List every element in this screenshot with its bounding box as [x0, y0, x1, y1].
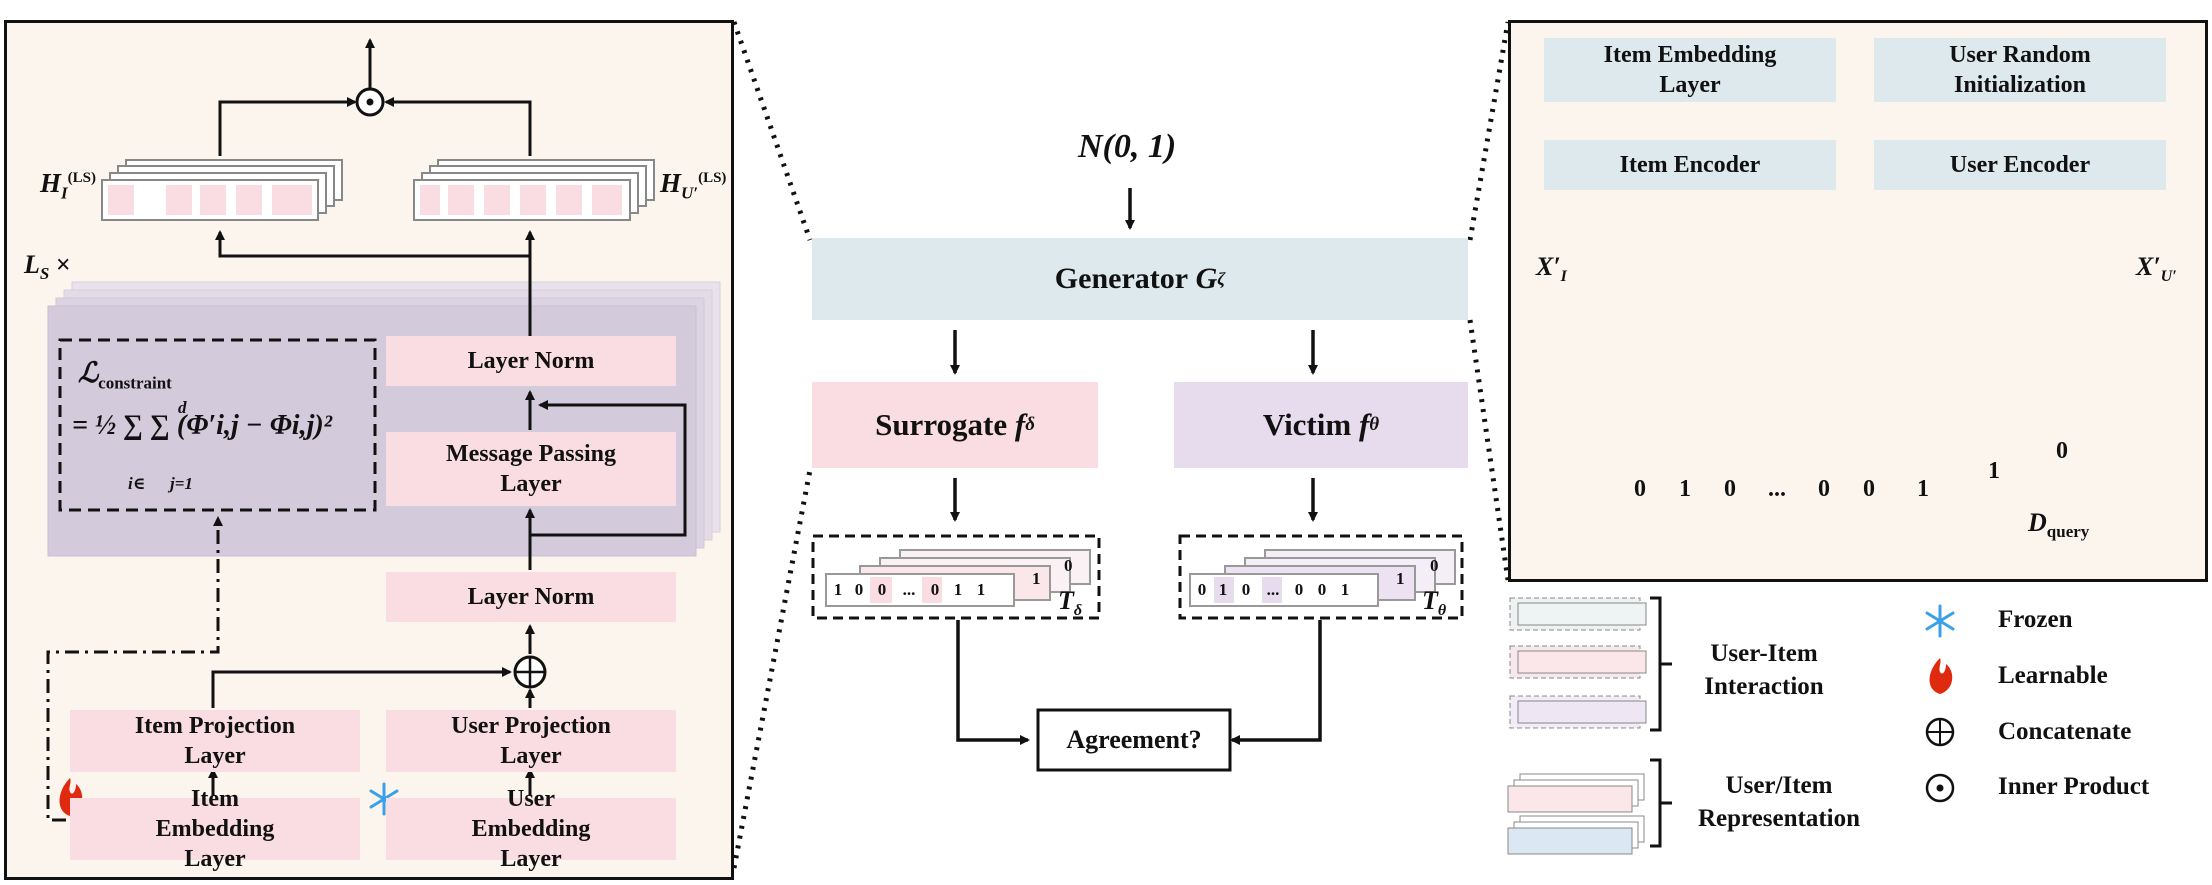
user-embedding-layer: User Embedding Layer [386, 786, 676, 872]
constraint-title: ℒconstraint [78, 358, 172, 393]
d-query-back-value: 0 [2056, 438, 2068, 464]
t-delta-back-value: 0 [1064, 556, 1073, 575]
item-encoder: Item Encoder [1544, 140, 1836, 190]
t-delta-stack [825, 549, 1091, 607]
t-theta-sequence: 0 1 0 ... 0 0 1 [1197, 580, 1350, 599]
t-theta-label: Tθ [1422, 586, 1447, 620]
snowflake-icon [1925, 604, 1955, 638]
t-theta-back-value: 0 [1430, 556, 1439, 575]
user-representation-stack [413, 159, 655, 221]
concat-icon [1925, 717, 1955, 747]
legend-interaction-stacks [1509, 597, 1647, 729]
legend-inner-product: Inner Product [1998, 773, 2150, 800]
user-projection-layer: User Projection Layer [386, 710, 676, 772]
x-user-label: X′U′ [2136, 252, 2177, 286]
agreement-box: Agreement? [1066, 724, 1202, 754]
h-user-label: HU′(LS) [660, 168, 727, 203]
d-query-mid-value: 1 [1988, 458, 2000, 484]
layer-norm-top: Layer Norm [386, 336, 676, 386]
constraint-formula: = ½ ∑ ∑ (Φ′i,j − Φi,j)² [72, 410, 333, 441]
legend-learnable: Learnable [1998, 662, 2108, 689]
d-query-label: Dquery [2028, 508, 2090, 542]
layer-norm-bottom: Layer Norm [386, 572, 676, 622]
legend-representation-label: User/Item Representation [1697, 772, 1861, 832]
legend-interaction-label: User-Item Interaction [1704, 640, 1824, 700]
item-projection-layer: Item Projection Layer [70, 710, 360, 772]
legend-frozen: Frozen [1998, 606, 2073, 633]
item-embedding-layer-right: Item Embedding Layer [1544, 38, 1836, 102]
sum2-subscript: j=1 [170, 474, 193, 493]
x-item-label: X′I [1536, 252, 1567, 286]
h-item-label: HI(LS) [40, 168, 96, 203]
repeat-label: LS × [24, 250, 71, 284]
legend-representation-stacks [1507, 773, 1645, 855]
flame-icon [1929, 658, 1953, 694]
message-passing-layer: Message Passing Layer [386, 432, 676, 506]
d-query-sequence: 0 1 0 ... 0 0 1 [1634, 475, 1929, 502]
t-delta-mid-value: 1 [1032, 569, 1041, 588]
item-representation-stack [101, 159, 343, 221]
inner-product-icon [1925, 773, 1955, 803]
user-encoder: User Encoder [1874, 140, 2166, 190]
right-panel [1508, 20, 2208, 582]
noise-label: N(0, 1) [1078, 128, 1177, 165]
t-theta-stack [1189, 549, 1456, 607]
item-embedding-layer: Item Embedding Layer [70, 786, 360, 872]
left-panel [4, 20, 734, 880]
user-random-initialization: User Random Initialization [1874, 38, 2166, 102]
sum1-subscript: i∈ [128, 474, 146, 493]
sum2-superscript: d [178, 398, 187, 417]
t-delta-label: Tδ [1058, 586, 1083, 620]
t-theta-mid-value: 1 [1396, 569, 1405, 588]
gnn-block-stack [47, 281, 721, 557]
constraint-box [58, 338, 377, 512]
t-delta-sequence: 1 0 0 ... 0 1 1 [833, 580, 986, 599]
legend-concatenate: Concatenate [1998, 718, 2132, 745]
